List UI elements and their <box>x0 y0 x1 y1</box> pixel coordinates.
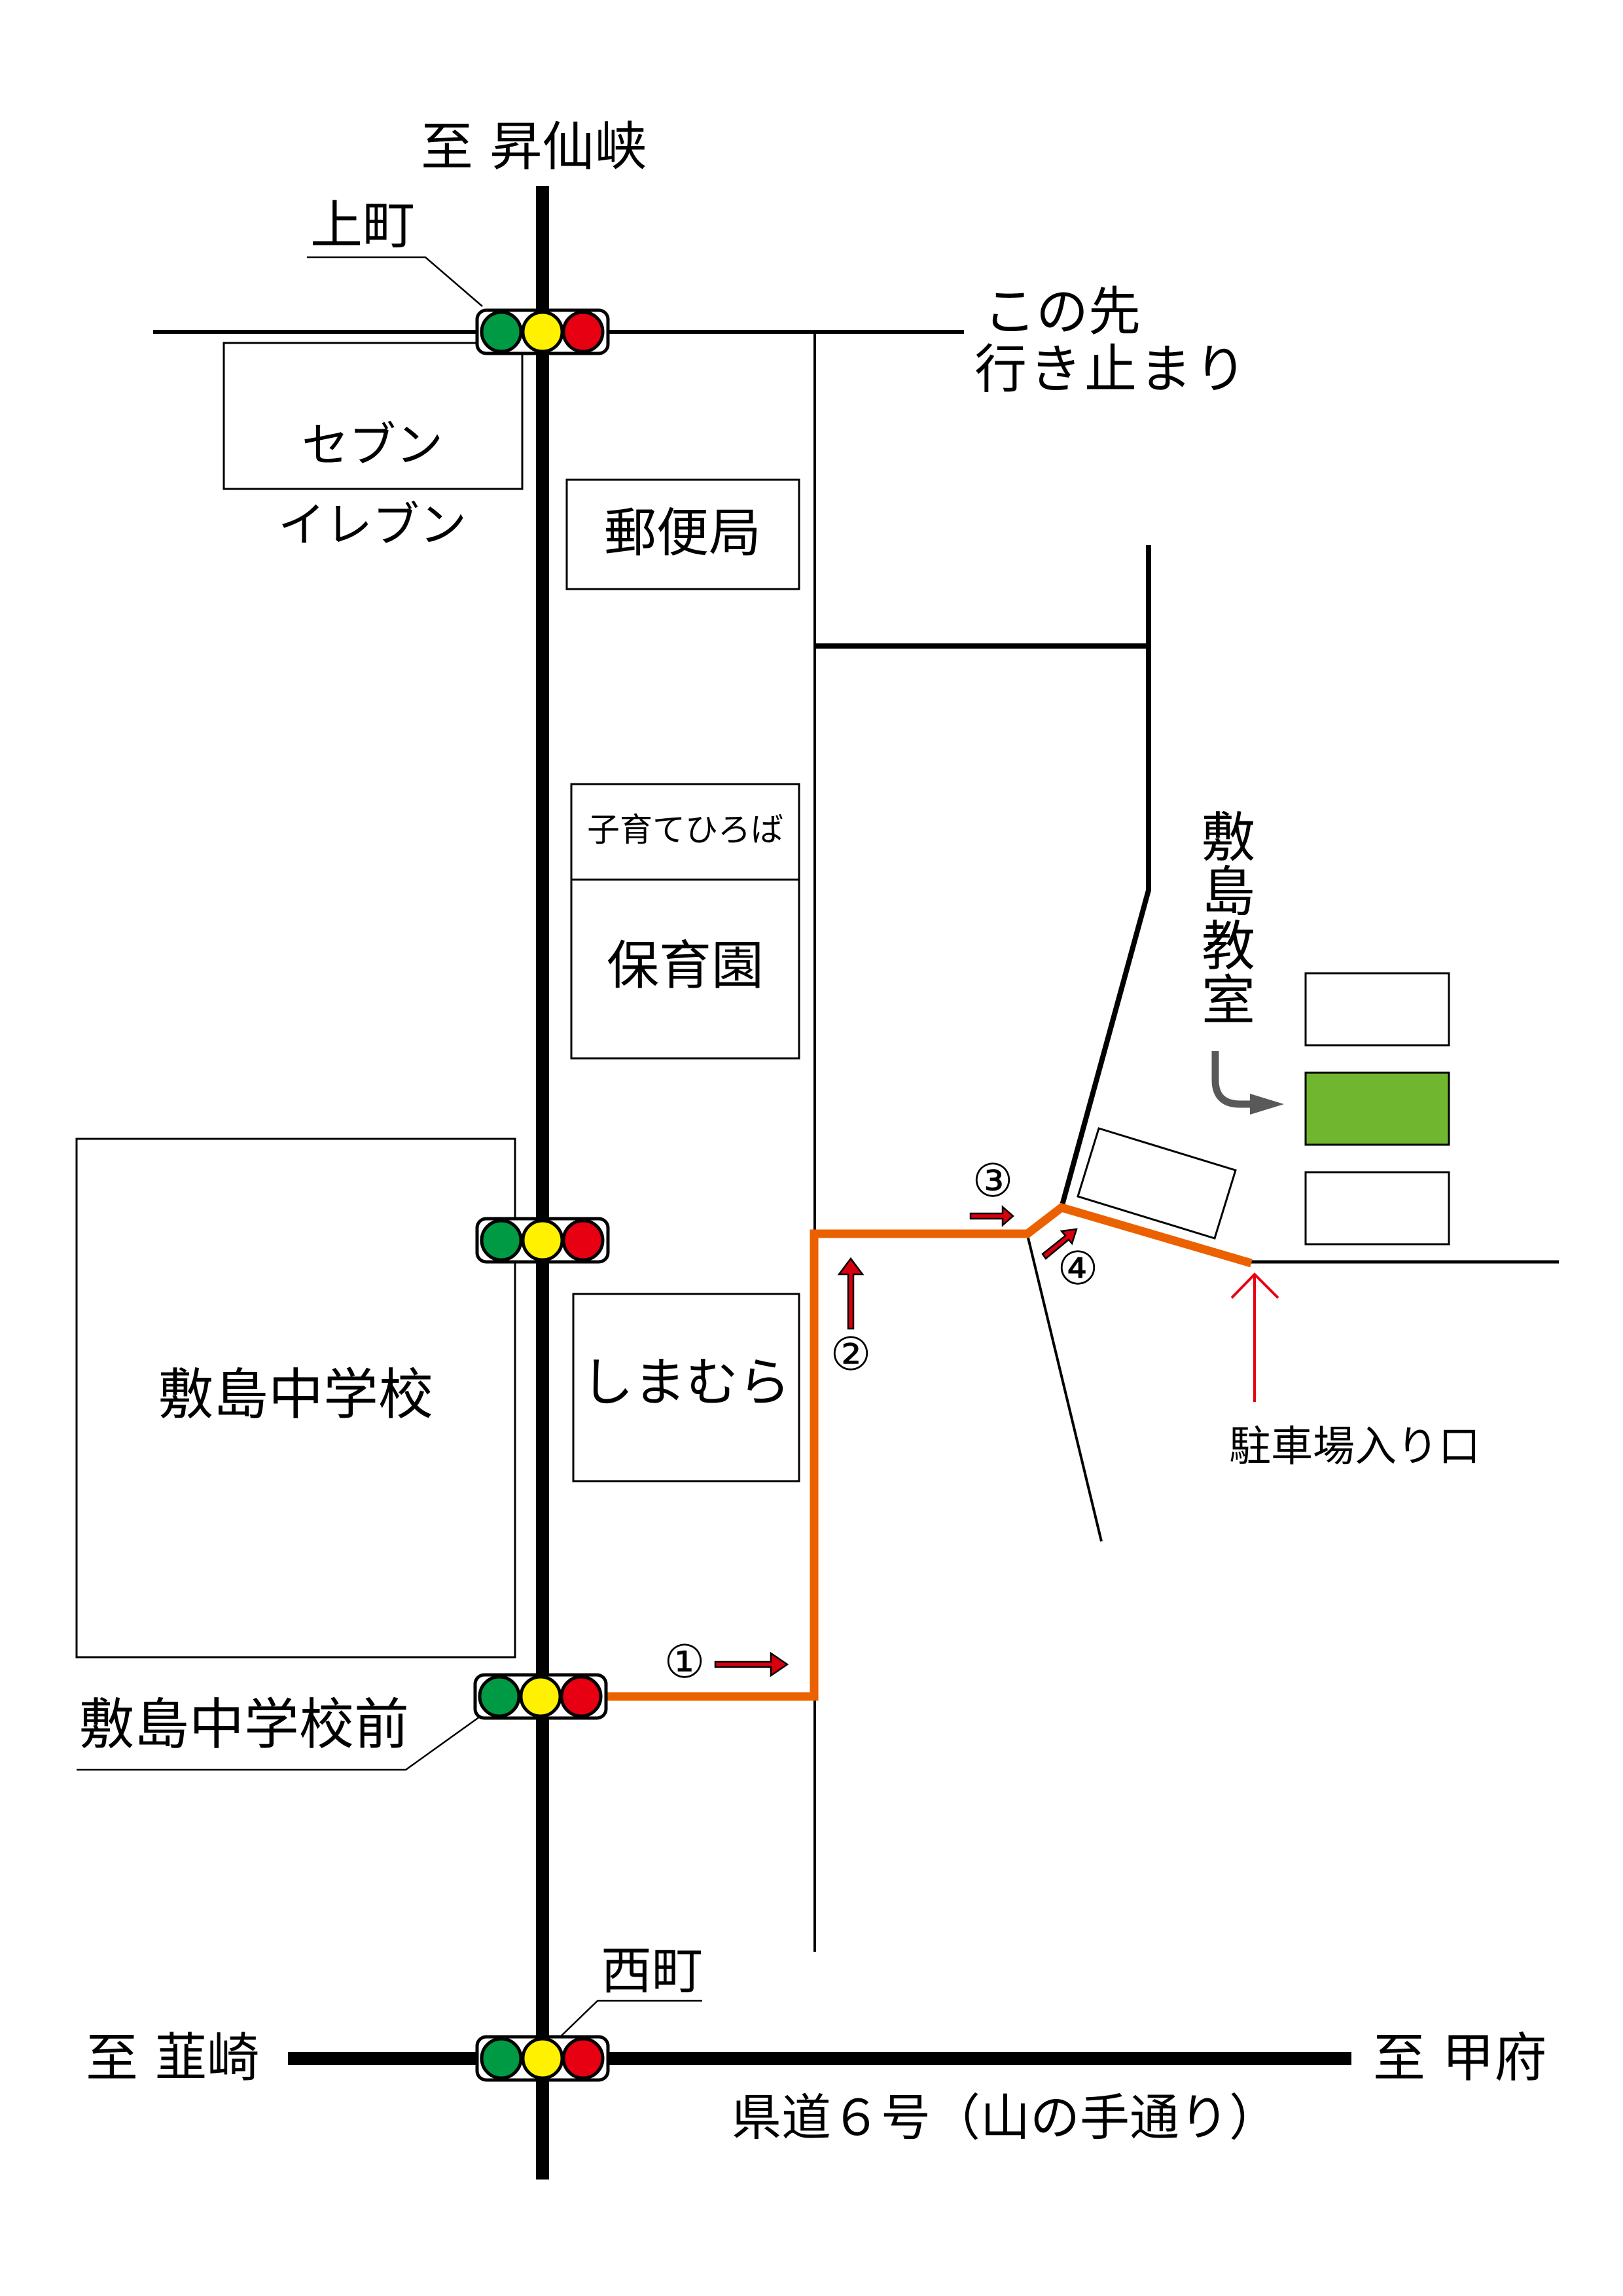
kosodate-label: 子育てひろば <box>587 811 783 849</box>
nursery-box <box>570 878 800 1060</box>
kamimachi-leader <box>307 256 483 307</box>
seven-eleven-label-2: イレブン <box>278 497 467 552</box>
labels: 至 昇仙峡 上町 この先 行き止まり セブン イレブン 郵便局 子育てひろば 保… <box>79 117 1546 2147</box>
buildings <box>75 342 1450 1659</box>
kamimachi-label: 上町 <box>310 195 415 256</box>
classroom-building-3 <box>1304 1171 1450 1246</box>
traffic-signal-icon <box>477 2037 608 2080</box>
roads <box>153 186 1559 2179</box>
nishimachi-leader <box>559 2000 702 2038</box>
classroom-building-1 <box>1304 972 1450 1047</box>
arrow-right-icon <box>714 1651 789 1677</box>
school-front-label: 敷島中学校前 <box>79 1693 409 1757</box>
nursery-label: 保育園 <box>607 935 764 996</box>
dead-end-line2: 行き止まり <box>974 339 1249 400</box>
arrow-right-icon <box>969 1205 1014 1227</box>
route-line <box>605 1202 1253 1701</box>
svg-text:敷: 敷 <box>1202 807 1255 869</box>
kosodate-box <box>570 783 800 881</box>
parking-entrance-label: 駐車場入り口 <box>1229 1423 1480 1471</box>
classroom-label: 敷 島 教 室 <box>1202 807 1255 1032</box>
building-near-classroom <box>1077 1127 1237 1240</box>
east-road <box>1059 545 1151 1209</box>
classroom-building-highlight <box>1304 1071 1450 1146</box>
arrow-up-icon <box>837 1257 865 1330</box>
parking-arrow-icon <box>1230 1272 1279 1402</box>
step-arrows <box>714 1205 1078 1677</box>
school-box <box>75 1138 516 1659</box>
step-4-label: ④ <box>1058 1242 1099 1295</box>
nishimachi-label: 西町 <box>601 1942 703 2001</box>
step-1-label: ① <box>664 1635 705 1689</box>
traffic-signal-icon <box>475 1675 606 1718</box>
svg-text:島: 島 <box>1202 861 1255 924</box>
dead-end-line1: この先 <box>984 281 1141 342</box>
north-direction-label: 至 昇仙峡 <box>421 117 647 177</box>
svg-text:教: 教 <box>1202 916 1255 978</box>
road-name-label: 県道６号（山の手通り） <box>732 2089 1279 2147</box>
seven-eleven-label-1: セブン <box>302 418 443 473</box>
step-2-label: ② <box>830 1327 872 1381</box>
traffic-signal-icon <box>477 310 608 353</box>
west-direction-label: 至 韮崎 <box>86 2028 259 2089</box>
shimamura-box <box>572 1293 800 1482</box>
step-3-label: ③ <box>972 1154 1014 1208</box>
traffic-signal-icon <box>477 1219 608 1262</box>
arrow-diagonal-icon <box>1041 1228 1078 1260</box>
pointer-arrow-icon <box>1211 1051 1284 1115</box>
seven-eleven-box <box>223 342 524 490</box>
post-office-label: 郵便局 <box>604 503 761 564</box>
step-labels: ① ② ③ ④ <box>664 1154 1099 1689</box>
leader-lines <box>77 256 702 2038</box>
school-front-leader <box>77 1715 480 1771</box>
school-label: 敷島中学校 <box>158 1363 433 1427</box>
shimamura-label: しまむら <box>581 1352 791 1413</box>
east-direction-label: 至 甲府 <box>1373 2028 1546 2089</box>
post-office-box <box>565 478 800 590</box>
svg-text:室: 室 <box>1202 970 1255 1032</box>
diagonal-road <box>1026 1234 1103 1542</box>
